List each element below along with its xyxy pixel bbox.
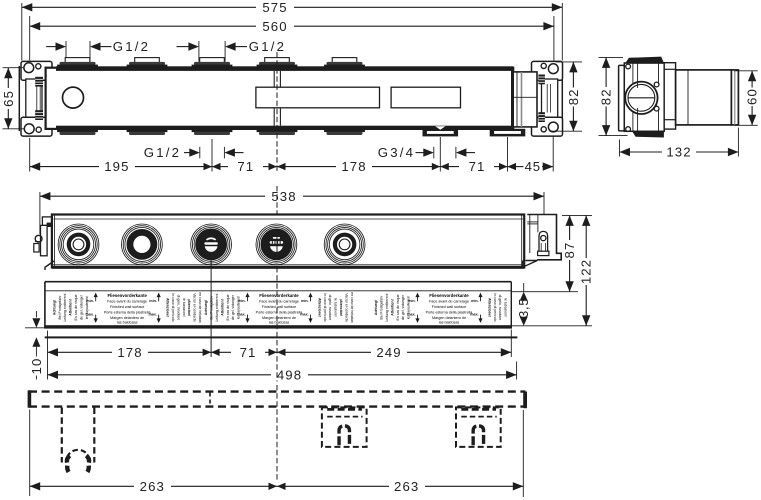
svg-text:In caso di pericolo: In caso di pericolo [323,293,327,321]
svg-text:min.: min. [149,299,157,303]
svg-text:71: 71 [237,159,254,174]
svg-text:min.: min. [471,299,479,303]
svg-text:65: 65 [1,90,16,107]
svg-text:Bei Frostgefahr: Bei Frostgefahr [210,295,214,320]
svg-text:Bei Frostgefahr: Bei Frostgefahr [380,295,384,320]
svg-text:Margen delantero de: Margen delantero de [262,316,296,320]
svg-text:Margen delantero de: Margen delantero de [432,316,466,320]
svg-text:Attention!: Attention! [220,299,224,316]
svg-text:132: 132 [666,145,691,160]
svg-text:263: 263 [394,479,419,494]
svg-text:en caso de heladas: en caso de heladas [350,292,354,323]
svg-text:Vaciar el conducto: Vaciar el conducto [344,293,348,322]
svg-text:560: 560 [262,19,287,34]
svg-text:Achtung!: Achtung! [52,300,56,315]
svg-text:Finished wall surface: Finished wall surface [110,305,144,309]
svg-text:In caso di pericolo: In caso di pericolo [493,293,497,321]
svg-text:max.: max. [300,312,308,316]
svg-text:Attention!: Attention! [390,299,394,316]
svg-text:178: 178 [341,159,366,174]
svg-text:max.: max. [237,312,245,316]
svg-text:le tubazioni!: le tubazioni! [182,298,186,317]
svg-text:178: 178 [117,345,142,360]
svg-text:G1/2: G1/2 [113,39,150,54]
svg-text:las baldosas: las baldosas [439,320,460,324]
svg-text:de gel, vidanger: de gel, vidanger [79,294,83,320]
svg-text:En cas de risque: En cas de risque [74,294,78,320]
svg-text:les tuyauteries!: les tuyauteries! [407,296,411,320]
svg-text:Attenzione!: Attenzione! [166,298,170,317]
svg-text:122: 122 [579,259,594,284]
svg-text:Bei Frostgefahr: Bei Frostgefahr [58,295,62,320]
svg-text:71: 71 [240,345,257,360]
svg-text:min.: min. [301,299,309,303]
svg-text:min.: min. [238,299,246,303]
svg-text:Porte esterna della piastrella: Porte esterna della piastrella [256,311,304,315]
svg-text:di gelo, svuotare: di gelo, svuotare [176,295,180,321]
svg-text:le tubazioni!: le tubazioni! [504,298,508,317]
svg-text:min.: min. [408,299,416,303]
svg-text:Leitung entleeren!: Leitung entleeren! [63,293,67,321]
svg-text:87: 87 [562,242,577,259]
svg-text:las baldosas: las baldosas [117,320,138,324]
svg-text:Leitung entleeren!: Leitung entleeren! [215,293,219,321]
svg-text:82: 82 [599,88,614,105]
svg-text:71: 71 [469,159,486,174]
svg-text:¡Atención!: ¡Atención! [339,299,343,316]
svg-text:In caso di pericolo: In caso di pericolo [171,293,175,321]
svg-text:G1/2: G1/2 [144,145,181,160]
svg-text:max.: max. [85,312,93,316]
svg-text:le tubazioni!: le tubazioni! [334,298,338,317]
svg-text:538: 538 [271,189,296,204]
svg-text:Finished wall surface: Finished wall surface [262,305,296,309]
svg-text:Achtung!: Achtung! [374,300,378,315]
svg-text:max.: max. [407,312,415,316]
svg-text:En cas de risque: En cas de risque [396,294,400,320]
svg-text:263: 263 [140,479,165,494]
svg-text:82: 82 [566,88,581,105]
svg-text:les tuyauteries!: les tuyauteries! [85,296,89,320]
svg-text:Face avant du carrelage: Face avant du carrelage [107,299,147,303]
svg-text:45: 45 [525,159,541,174]
svg-text:¡Atención!: ¡Atención! [187,299,191,316]
svg-text:de gel, vidanger: de gel, vidanger [231,294,235,320]
svg-text:max.: max. [470,312,478,316]
svg-text:las baldosas: las baldosas [269,320,290,324]
svg-text:les tuyauteries!: les tuyauteries! [237,296,241,320]
svg-text:60: 60 [745,88,760,105]
svg-text:Porte esterna della piastrella: Porte esterna della piastrella [426,311,474,315]
svg-text:G1/2: G1/2 [249,39,286,54]
svg-text:498: 498 [277,367,302,382]
svg-text:Fliesenvorderkante: Fliesenvorderkante [429,293,469,298]
svg-text:Attenzione!: Attenzione! [487,298,491,317]
svg-text:En cas de risque: En cas de risque [226,294,230,320]
svg-text:di gelo, svuotare: di gelo, svuotare [498,295,502,321]
svg-text:min.: min. [86,299,94,303]
svg-text:Fliesenvorderkante: Fliesenvorderkante [107,293,147,298]
svg-text:en caso de heladas: en caso de heladas [198,292,202,323]
svg-text:195: 195 [104,159,129,174]
svg-text:Face avant du carrelage: Face avant du carrelage [259,299,299,303]
svg-text:Porte esterna della piastrella: Porte esterna della piastrella [104,311,152,315]
svg-text:Margen delantero de: Margen delantero de [110,316,144,320]
svg-text:Attenzione!: Attenzione! [317,298,321,317]
svg-text:Fliesenvorderkante: Fliesenvorderkante [259,293,299,298]
svg-text:G3/4: G3/4 [378,145,415,160]
svg-text:Attention!: Attention! [69,299,73,316]
svg-text:10: 10 [29,358,44,375]
svg-text:3,5: 3,5 [517,298,531,318]
svg-text:di gelo, svuotare: di gelo, svuotare [328,295,332,321]
svg-text:Finished wall surface: Finished wall surface [432,305,466,309]
svg-text:Vaciar el conducto: Vaciar el conducto [193,293,197,322]
svg-text:575: 575 [262,0,287,15]
svg-text:max.: max. [148,312,156,316]
svg-text:249: 249 [376,345,401,360]
svg-text:de gel, vidanger: de gel, vidanger [401,294,405,320]
svg-text:Face avant du carrelage: Face avant du carrelage [429,299,469,303]
svg-text:Leitung entleeren!: Leitung entleeren! [385,293,389,321]
svg-text:Achtung!: Achtung! [204,300,208,315]
